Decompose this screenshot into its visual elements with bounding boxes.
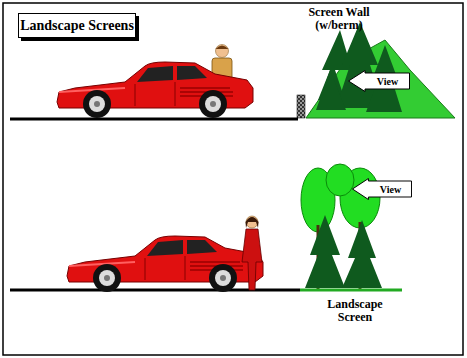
screen-wall xyxy=(297,95,305,118)
sports-car xyxy=(57,62,253,118)
part-label: Screen Wall (w/berm) xyxy=(296,6,382,32)
ground-line xyxy=(10,119,298,120)
sports-car xyxy=(57,62,253,118)
deciduous-trees xyxy=(326,164,354,196)
outer-frame xyxy=(3,3,463,355)
arrow-outline xyxy=(352,179,411,200)
conifer-trees xyxy=(305,215,345,288)
conifer-trees xyxy=(342,220,382,288)
ground-line xyxy=(10,118,298,121)
view-arrow: View xyxy=(352,178,412,200)
conifer-trees xyxy=(305,215,382,288)
arrow-outline xyxy=(349,71,410,92)
person-woman xyxy=(242,229,262,290)
node-text: View xyxy=(380,184,401,195)
person-woman xyxy=(242,216,262,290)
ground-line xyxy=(10,289,300,292)
ground-line xyxy=(10,290,402,291)
screen-wall xyxy=(297,95,305,118)
conifer-trees xyxy=(316,70,346,110)
berm xyxy=(306,40,455,118)
berm xyxy=(306,40,455,118)
sports-car xyxy=(67,236,263,292)
title-box: Landscape Screens xyxy=(18,13,136,38)
node-text: Landscape Screens xyxy=(20,18,134,34)
node-text: View xyxy=(377,76,398,87)
sports-car xyxy=(67,236,263,292)
person-woman xyxy=(246,217,259,228)
person-man xyxy=(216,45,229,58)
ground-line xyxy=(300,289,402,292)
person-man xyxy=(216,46,229,50)
person-woman xyxy=(246,216,258,228)
view-arrow: View xyxy=(348,70,410,92)
conifer-trees xyxy=(316,22,402,112)
part-label: Landscape Screen xyxy=(318,298,392,324)
